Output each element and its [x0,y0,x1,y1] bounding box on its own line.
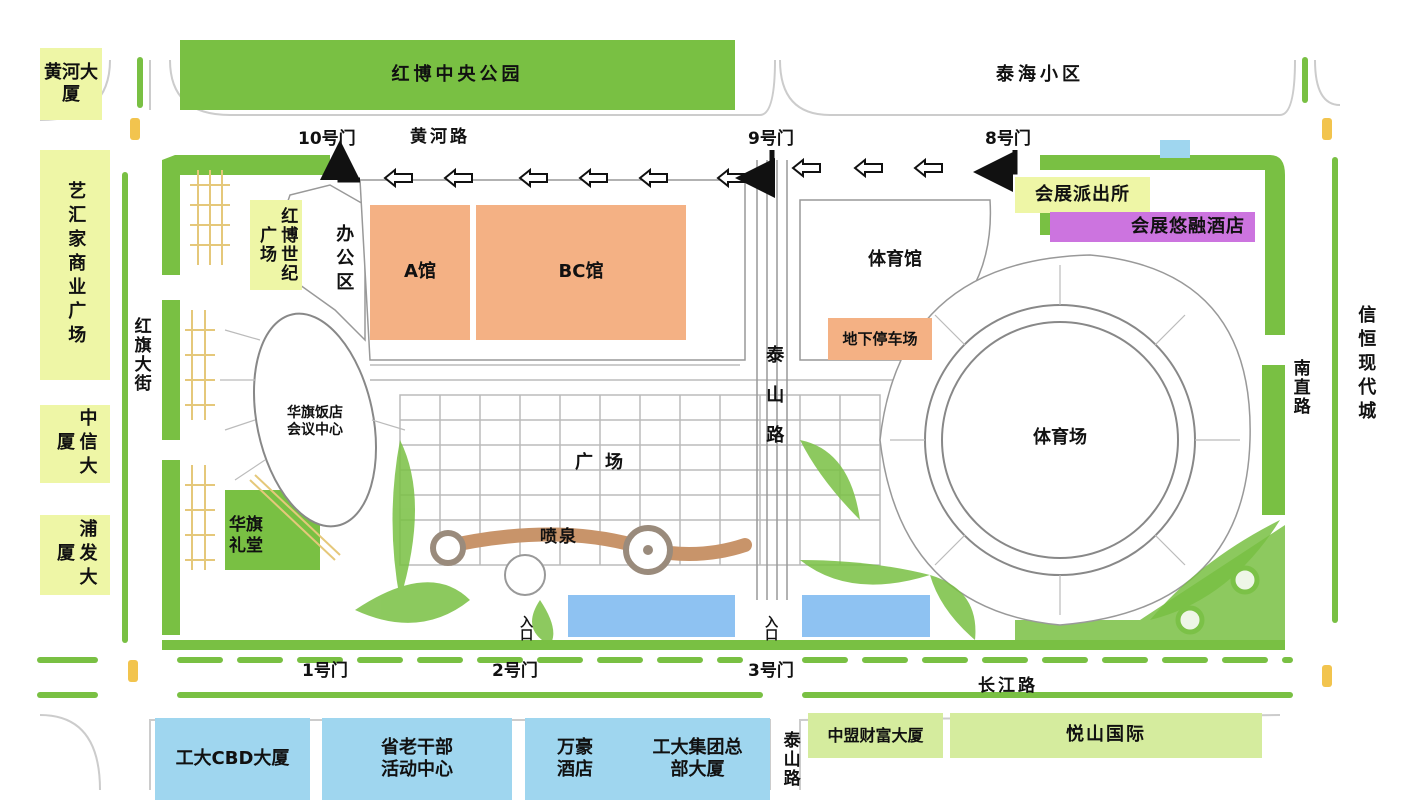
plaza-grid [370,364,900,566]
gongda-cbd-label[interactable]: 工大CBD大厦 [155,718,310,800]
wanhao-hotel-label[interactable]: 万豪酒店 [525,718,625,800]
police-booth-icon [1160,140,1190,158]
huanghe-tower-label[interactable]: 黄河大厦 [40,48,102,120]
street-markings [37,57,1338,698]
taihai-community-label[interactable]: 泰海小区 [996,63,1084,85]
fountain-label[interactable]: 喷泉 [540,527,578,547]
gate-10-label[interactable]: 10号门 [298,129,356,149]
gate-2-label[interactable]: 2号门 [492,661,538,681]
plaza-label[interactable]: 广场 [575,452,635,473]
police-station-label[interactable]: 会展派出所 [1015,177,1150,213]
pool-right [802,595,930,637]
stadium-outline [879,254,1251,626]
hongbo-park-label[interactable]: 红博中央公园 [180,40,735,110]
traffic-light-icon [128,118,1332,687]
xinheng-city-label[interactable]: 信恒现代城 [1355,305,1377,425]
taishan-road-inner-label: 泰山路 [763,345,785,465]
fountain-icon [430,525,673,596]
gate-8-label[interactable]: 8号门 [985,129,1031,149]
hotel-radials [220,329,406,481]
huaqi-hall-label[interactable]: 华旗礼堂 [229,514,263,556]
underground-parking-label[interactable]: 地下停车场 [828,318,932,360]
gate-3-label[interactable]: 3号门 [748,661,794,681]
turn-arrows [320,140,1018,198]
youyong-hotel-label[interactable]: 会展悠融酒店 [1050,212,1255,242]
pool-left [568,595,735,637]
gongda-group-label[interactable]: 工大集团总部大厦 [625,718,770,800]
entrance-label-1[interactable]: 入口 [517,615,533,641]
stadium-label[interactable]: 体育场 [1033,426,1087,448]
zhongmeng-tower-label[interactable]: 中盟财富大厦 [808,713,943,758]
direction-arrows [383,157,943,189]
fountain-path [433,527,752,561]
gate-1-label[interactable]: 1号门 [302,661,348,681]
green-belt [162,155,1285,650]
citic-tower-label[interactable]: 中信大厦 [40,405,110,483]
huaqi-hotel-label[interactable]: 华旗饭店会议中心 [287,404,343,439]
entrance-label-2[interactable]: 入口 [762,615,778,641]
taishan-road-lines [756,160,788,600]
yihui-plaza-label[interactable]: 艺汇家商业广场 [40,150,110,380]
changjiang-road-label: 长江路 [978,676,1038,696]
pufa-tower-label[interactable]: 浦发大厦 [40,515,110,595]
nanzhi-road-label: 南直路 [1289,359,1310,416]
hall-bc-label[interactable]: BC馆 [476,205,686,340]
veterans-center-label[interactable]: 省老干部活动中心 [322,718,512,800]
gymnasium-label[interactable]: 体育馆 [868,248,922,270]
parking-racks [185,170,341,570]
hongbo-century-plaza-label[interactable]: 红博世纪广场 [250,200,302,290]
hongqi-street-label: 红旗大街 [130,317,151,393]
huanghe-road-label: 黄河路 [410,127,470,147]
landscape-greenery [355,440,1280,645]
huaqi-hotel-outline [252,312,378,528]
gate-9-label[interactable]: 9号门 [748,129,794,149]
taishan-road-outer-label: 泰山路 [779,730,800,788]
hall-a-label[interactable]: A馆 [370,205,470,340]
yueshan-intl-label[interactable]: 悦山国际 [950,713,1262,758]
office-area-label[interactable]: 办公区 [333,224,355,296]
